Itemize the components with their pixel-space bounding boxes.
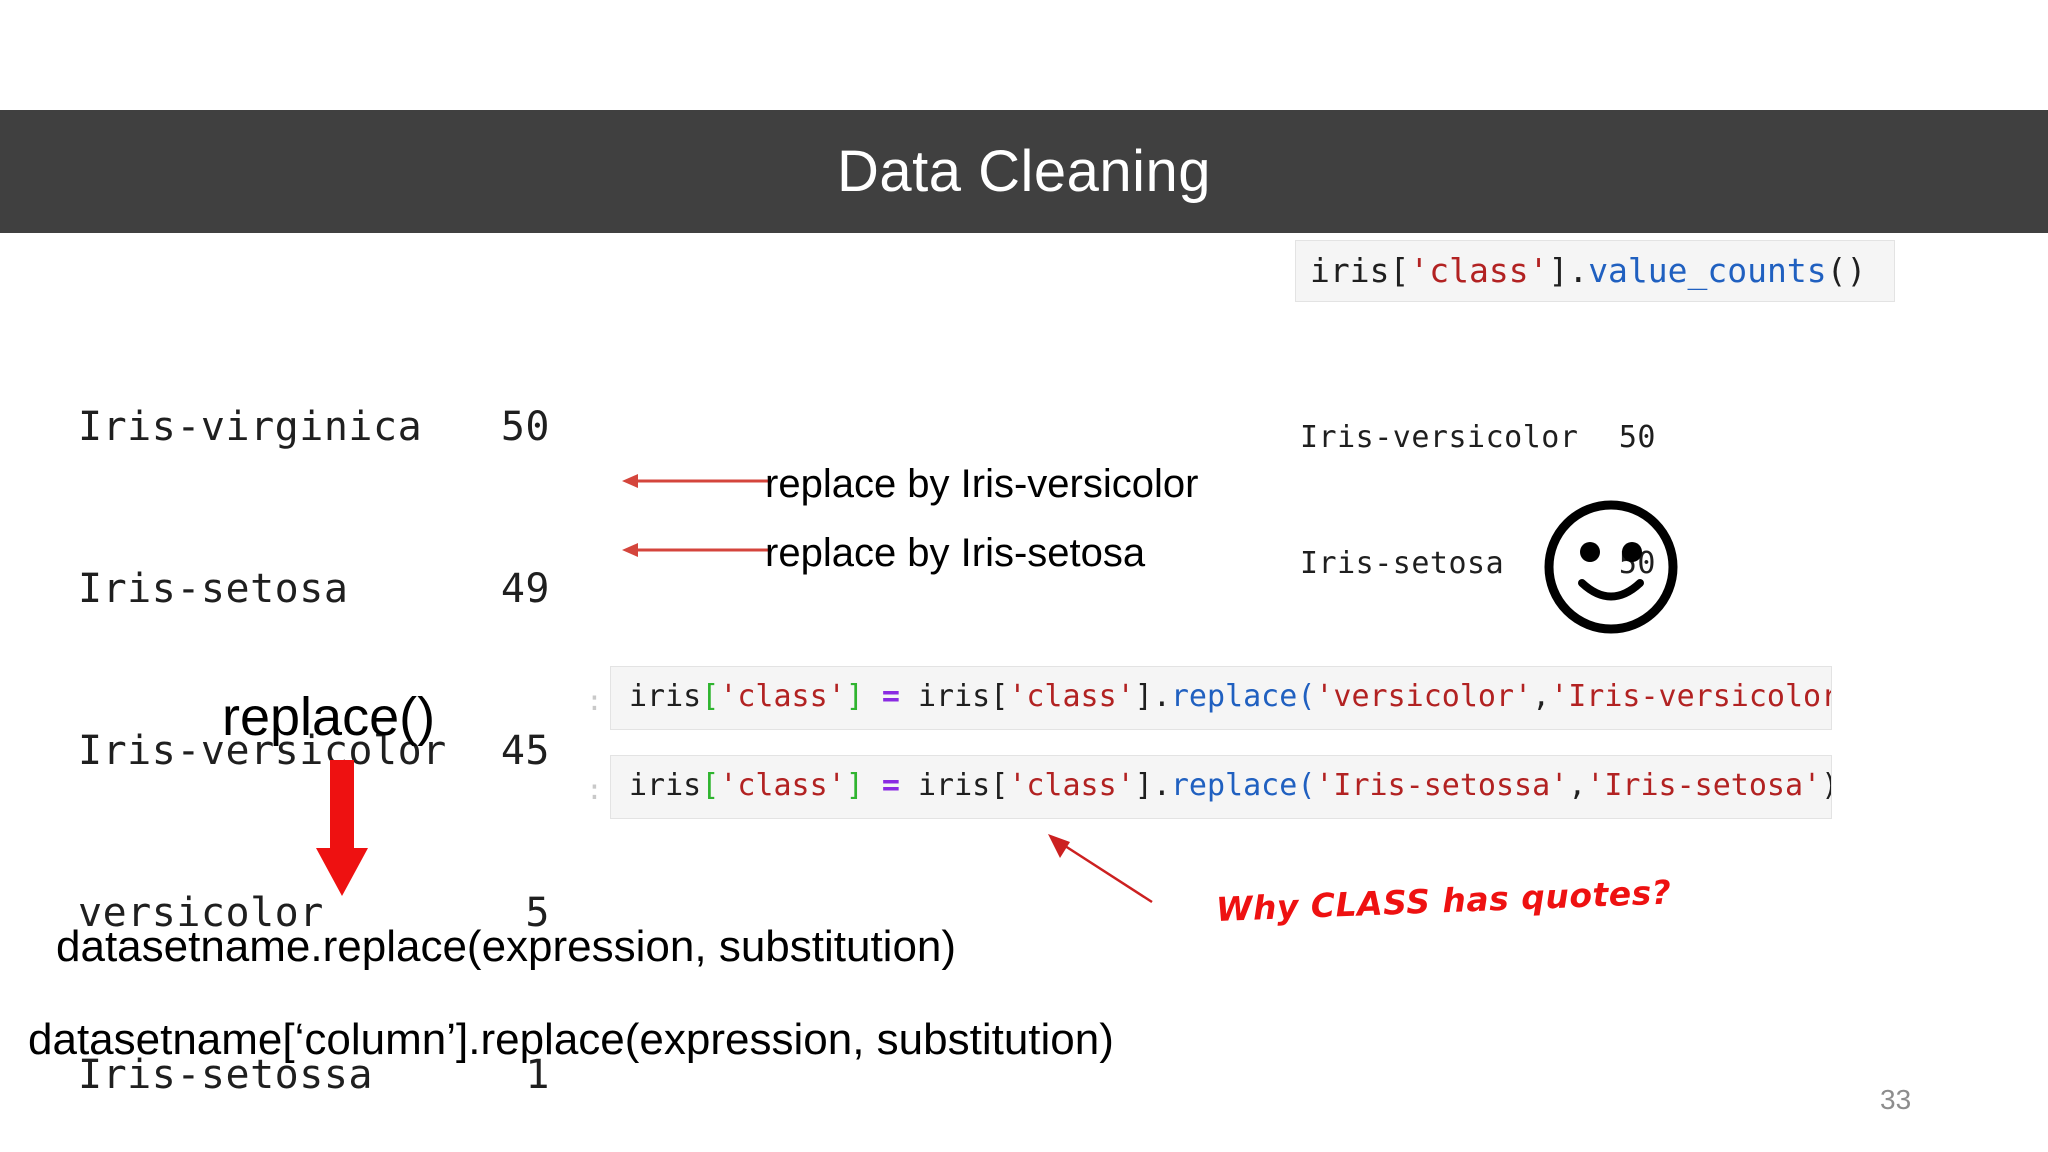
code-space [900,679,918,714]
table-row: Iris-setossa 1 [78,1048,550,1102]
code-space [900,768,918,803]
code-token-paren-open: ( [1297,679,1316,714]
class-count: 45 [500,728,550,774]
code-prompt-marker: : [586,773,603,806]
code-token-dot: . [1152,679,1171,714]
table-row: Iris-versicolor 50 [1300,417,1656,459]
code-token-method: replace [1170,768,1298,803]
class-label: Iris-virginica [78,404,423,450]
code-replace-setosa: iris['class'] = iris['class'].replace('I… [610,755,1832,819]
syntax-line-dataframe: datasetname.replace(expression, substitu… [56,922,957,971]
code-token-open-bracket: [ [1389,251,1410,290]
class-label: Iris-versicolor [78,728,447,774]
code-prompt-marker: : [586,684,603,717]
code-space [864,679,882,714]
code-token-lhs-object: iris [629,679,702,714]
code-space [864,768,882,803]
leader-arrow-setosa [622,543,768,557]
code-token-rhs-open-bracket: [ [990,679,1009,714]
code-token-rhs-key: 'class' [1008,768,1135,803]
code-token-paren-close: ) [1821,768,1831,803]
code-token-lhs-key: 'class' [719,679,846,714]
table-row: Iris-setosa 49 [78,562,550,616]
code-token-lhs-object: iris [629,768,702,803]
code-token-lhs-close-bracket: ] [845,768,864,803]
code-token-method: replace [1170,679,1298,714]
code-token-lhs-close-bracket: ] [845,679,864,714]
table-row: Iris-versicolor 45 [78,724,550,778]
code-token-rhs-object: iris [918,768,991,803]
code-token-comma: , [1568,768,1587,803]
code-replace-versicolor: iris['class'] = iris['class'].replace('v… [610,666,1832,730]
code-token-assign: = [881,768,900,803]
callout-replace-setosa: replace by Iris-setosa [765,531,1146,575]
class-label: Iris-setossa [78,1052,373,1098]
code-token-arg1: 'Iris-setossa' [1315,768,1569,803]
code-token-key: 'class' [1409,251,1549,290]
class-label: versicolor [78,890,324,936]
class-label: Iris-setosa [1300,546,1505,581]
code-token-dot: . [1568,251,1589,290]
code-token-assign: = [881,679,900,714]
code-token-arg2: 'Iris-versicolor' [1550,679,1832,714]
slide-title-bar: Data Cleaning [0,110,2048,233]
code-token-lhs-key: 'class' [719,768,846,803]
code-token-comma: , [1532,679,1551,714]
code-token-object: iris [1310,251,1390,290]
table-row: Iris-virginica 50 [78,400,550,454]
code-token-arg1: 'versicolor' [1315,679,1533,714]
code-token-rhs-close-bracket: ] [1134,679,1153,714]
smiley-face-icon [1544,500,1678,634]
class-label: Iris-setosa [78,566,349,612]
code-token-rhs-key: 'class' [1008,679,1135,714]
table-row: versicolor 5 [78,886,550,940]
code-token-rhs-close-bracket: ] [1134,768,1153,803]
red-leader-arrow-icon [1048,834,1153,904]
handwritten-annotation: Why CLASS has quotes? [1215,872,1673,929]
page-number: 33 [1880,1084,1912,1115]
code-token-lhs-open-bracket: [ [701,768,720,803]
leader-arrow-versicolor [622,474,768,488]
code-token-arg2: 'Iris-setosa' [1586,768,1822,803]
red-down-arrow-icon [316,760,368,896]
class-count: 1 [525,1052,550,1098]
code-token-parens: () [1826,251,1867,290]
class-label: Iris-versicolor [1300,420,1579,455]
callout-replace-versicolor: replace by Iris-versicolor [765,462,1199,506]
code-token-rhs-object: iris [918,679,991,714]
class-count: 5 [525,890,550,936]
class-count: 50 [500,404,550,450]
left-value-counts-output: Iris-virginica 50 Iris-setosa 49 Iris-ve… [78,292,550,1152]
code-token-method: value_counts [1588,251,1827,290]
page-title: Data Cleaning [836,139,1212,204]
code-token-dot: . [1152,768,1171,803]
class-count: 50 [1618,420,1656,455]
code-token-close-bracket: ] [1548,251,1569,290]
code-token-paren-open: ( [1297,768,1316,803]
class-count: 49 [500,566,550,612]
replace-method-heading: replace() [222,687,436,747]
code-value-counts: iris['class'].value_counts() [1295,240,1895,302]
syntax-line-column: datasetname[‘column’].replace(expression… [28,1015,1114,1064]
code-token-lhs-open-bracket: [ [701,679,720,714]
code-token-rhs-open-bracket: [ [990,768,1009,803]
